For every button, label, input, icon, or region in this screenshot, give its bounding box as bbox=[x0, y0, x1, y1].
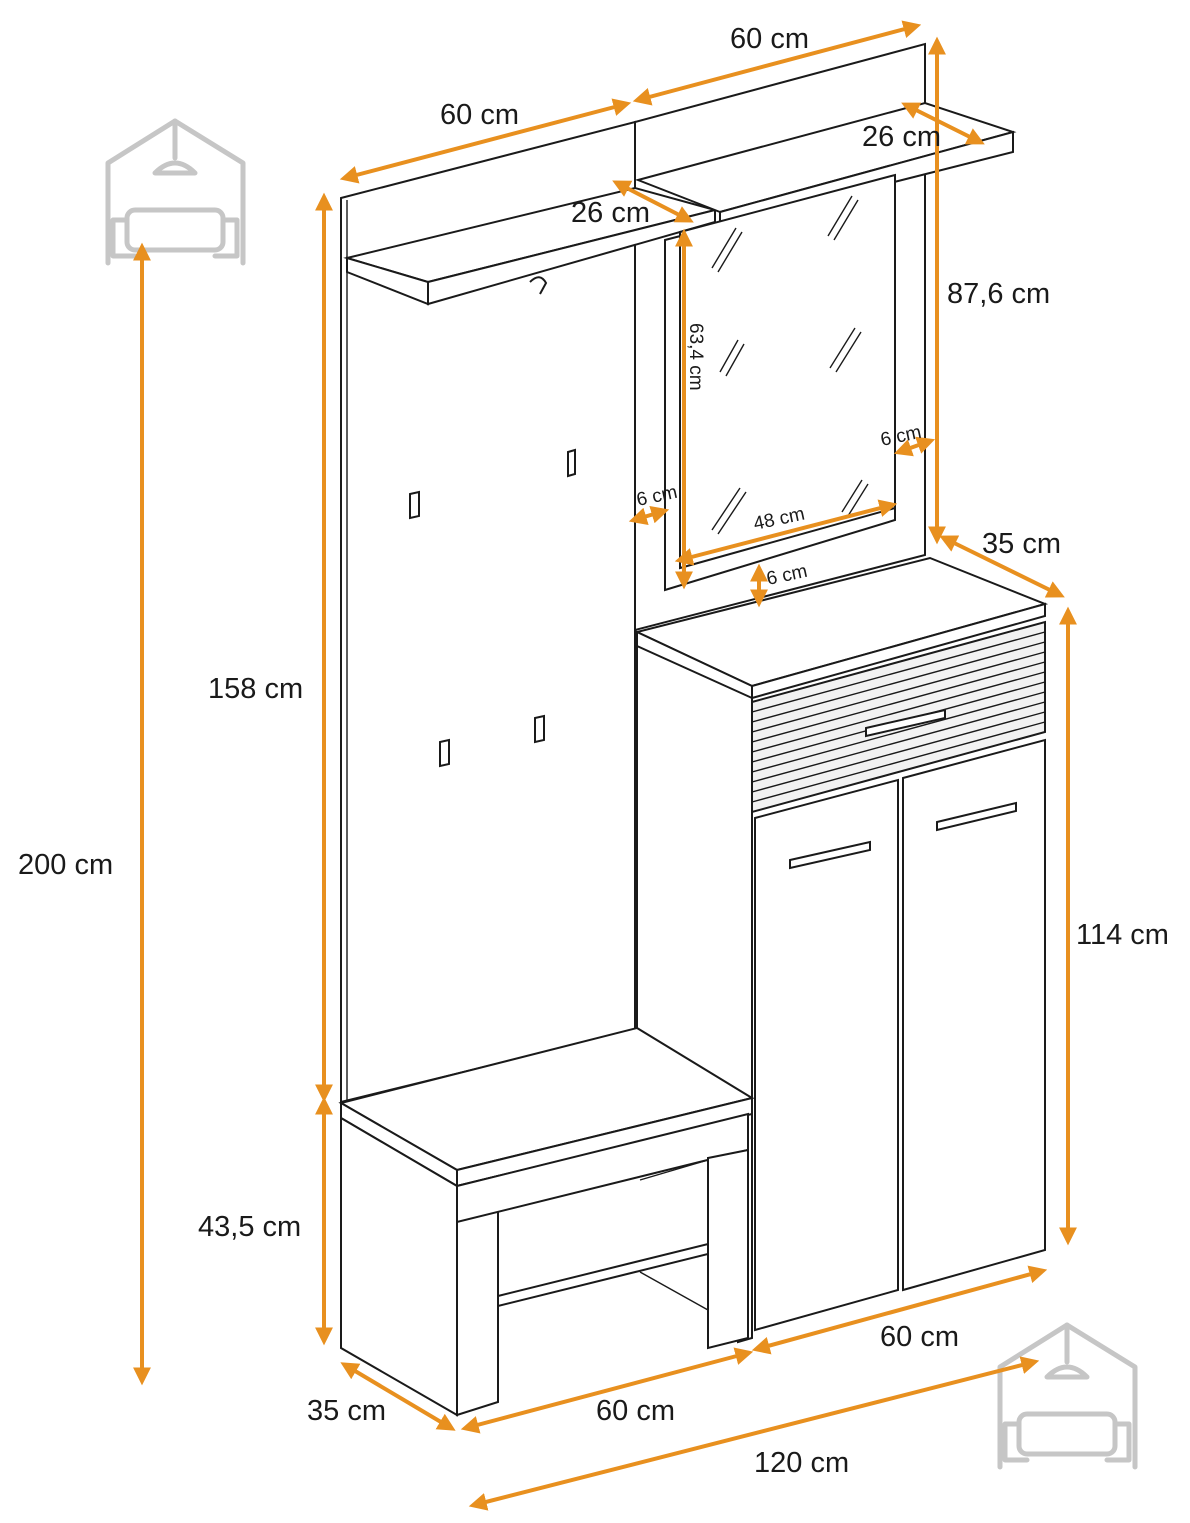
label-cabinet-width: 60 cm bbox=[880, 1321, 959, 1353]
door-handle-right bbox=[936, 801, 1017, 832]
cabinet-drawer bbox=[751, 620, 1046, 814]
label-top-left-width: 60 cm bbox=[440, 99, 519, 131]
dim-top-left-width bbox=[339, 98, 632, 184]
cabinet-door-left bbox=[754, 778, 899, 1332]
house-sofa-logo-icon bbox=[105, 118, 246, 266]
dim-mirror-frame-left bbox=[628, 506, 670, 525]
label-left-shelf-depth: 26 cm bbox=[571, 197, 650, 229]
drawer-wood-grain bbox=[751, 631, 1046, 803]
label-top-right-width: 60 cm bbox=[730, 23, 809, 55]
dim-cabinet-width bbox=[751, 1265, 1048, 1355]
bench-inner-shelf bbox=[497, 1242, 709, 1308]
label-bench-width: 60 cm bbox=[596, 1395, 675, 1427]
dim-cabinet-depth-top bbox=[939, 535, 1065, 598]
coat-hooks bbox=[409, 448, 576, 768]
dim-mirror-width bbox=[674, 499, 898, 566]
label-total-width: 120 cm bbox=[754, 1447, 849, 1479]
label-right-shelf-depth: 26 cm bbox=[862, 121, 941, 153]
house-sofa-logo-icon bbox=[997, 1322, 1138, 1470]
label-bench-depth: 35 cm bbox=[307, 1395, 386, 1427]
label-panel-height: 158 cm bbox=[208, 673, 303, 705]
label-bench-height: 43,5 cm bbox=[198, 1211, 301, 1243]
hallway-furniture-drawing bbox=[338, 42, 1049, 1417]
label-total-height: 200 cm bbox=[18, 849, 113, 881]
dimension-arrows bbox=[133, 20, 1077, 1511]
cabinet-door-right bbox=[902, 738, 1046, 1292]
label-mirror-panel-height: 87,6 cm bbox=[947, 278, 1050, 310]
label-cabinet-height: 114 cm bbox=[1076, 919, 1169, 951]
drawer-handle bbox=[865, 708, 946, 738]
dimension-labels: 60 cm 60 cm 26 cm 26 cm 87,6 cm 63,4 cm … bbox=[18, 23, 1169, 1479]
door-handle-left bbox=[789, 840, 871, 870]
dim-top-right-width bbox=[632, 20, 922, 106]
dim-bench-depth bbox=[340, 1362, 456, 1431]
bench-right-leg bbox=[707, 1148, 749, 1350]
dim-total-width bbox=[468, 1356, 1040, 1511]
dim-mirror-frame-right bbox=[893, 436, 936, 457]
label-cabinet-depth-top: 35 cm bbox=[982, 528, 1061, 560]
dim-left-shelf-depth bbox=[612, 180, 694, 223]
label-mirror-height: 63,4 cm bbox=[685, 323, 706, 391]
